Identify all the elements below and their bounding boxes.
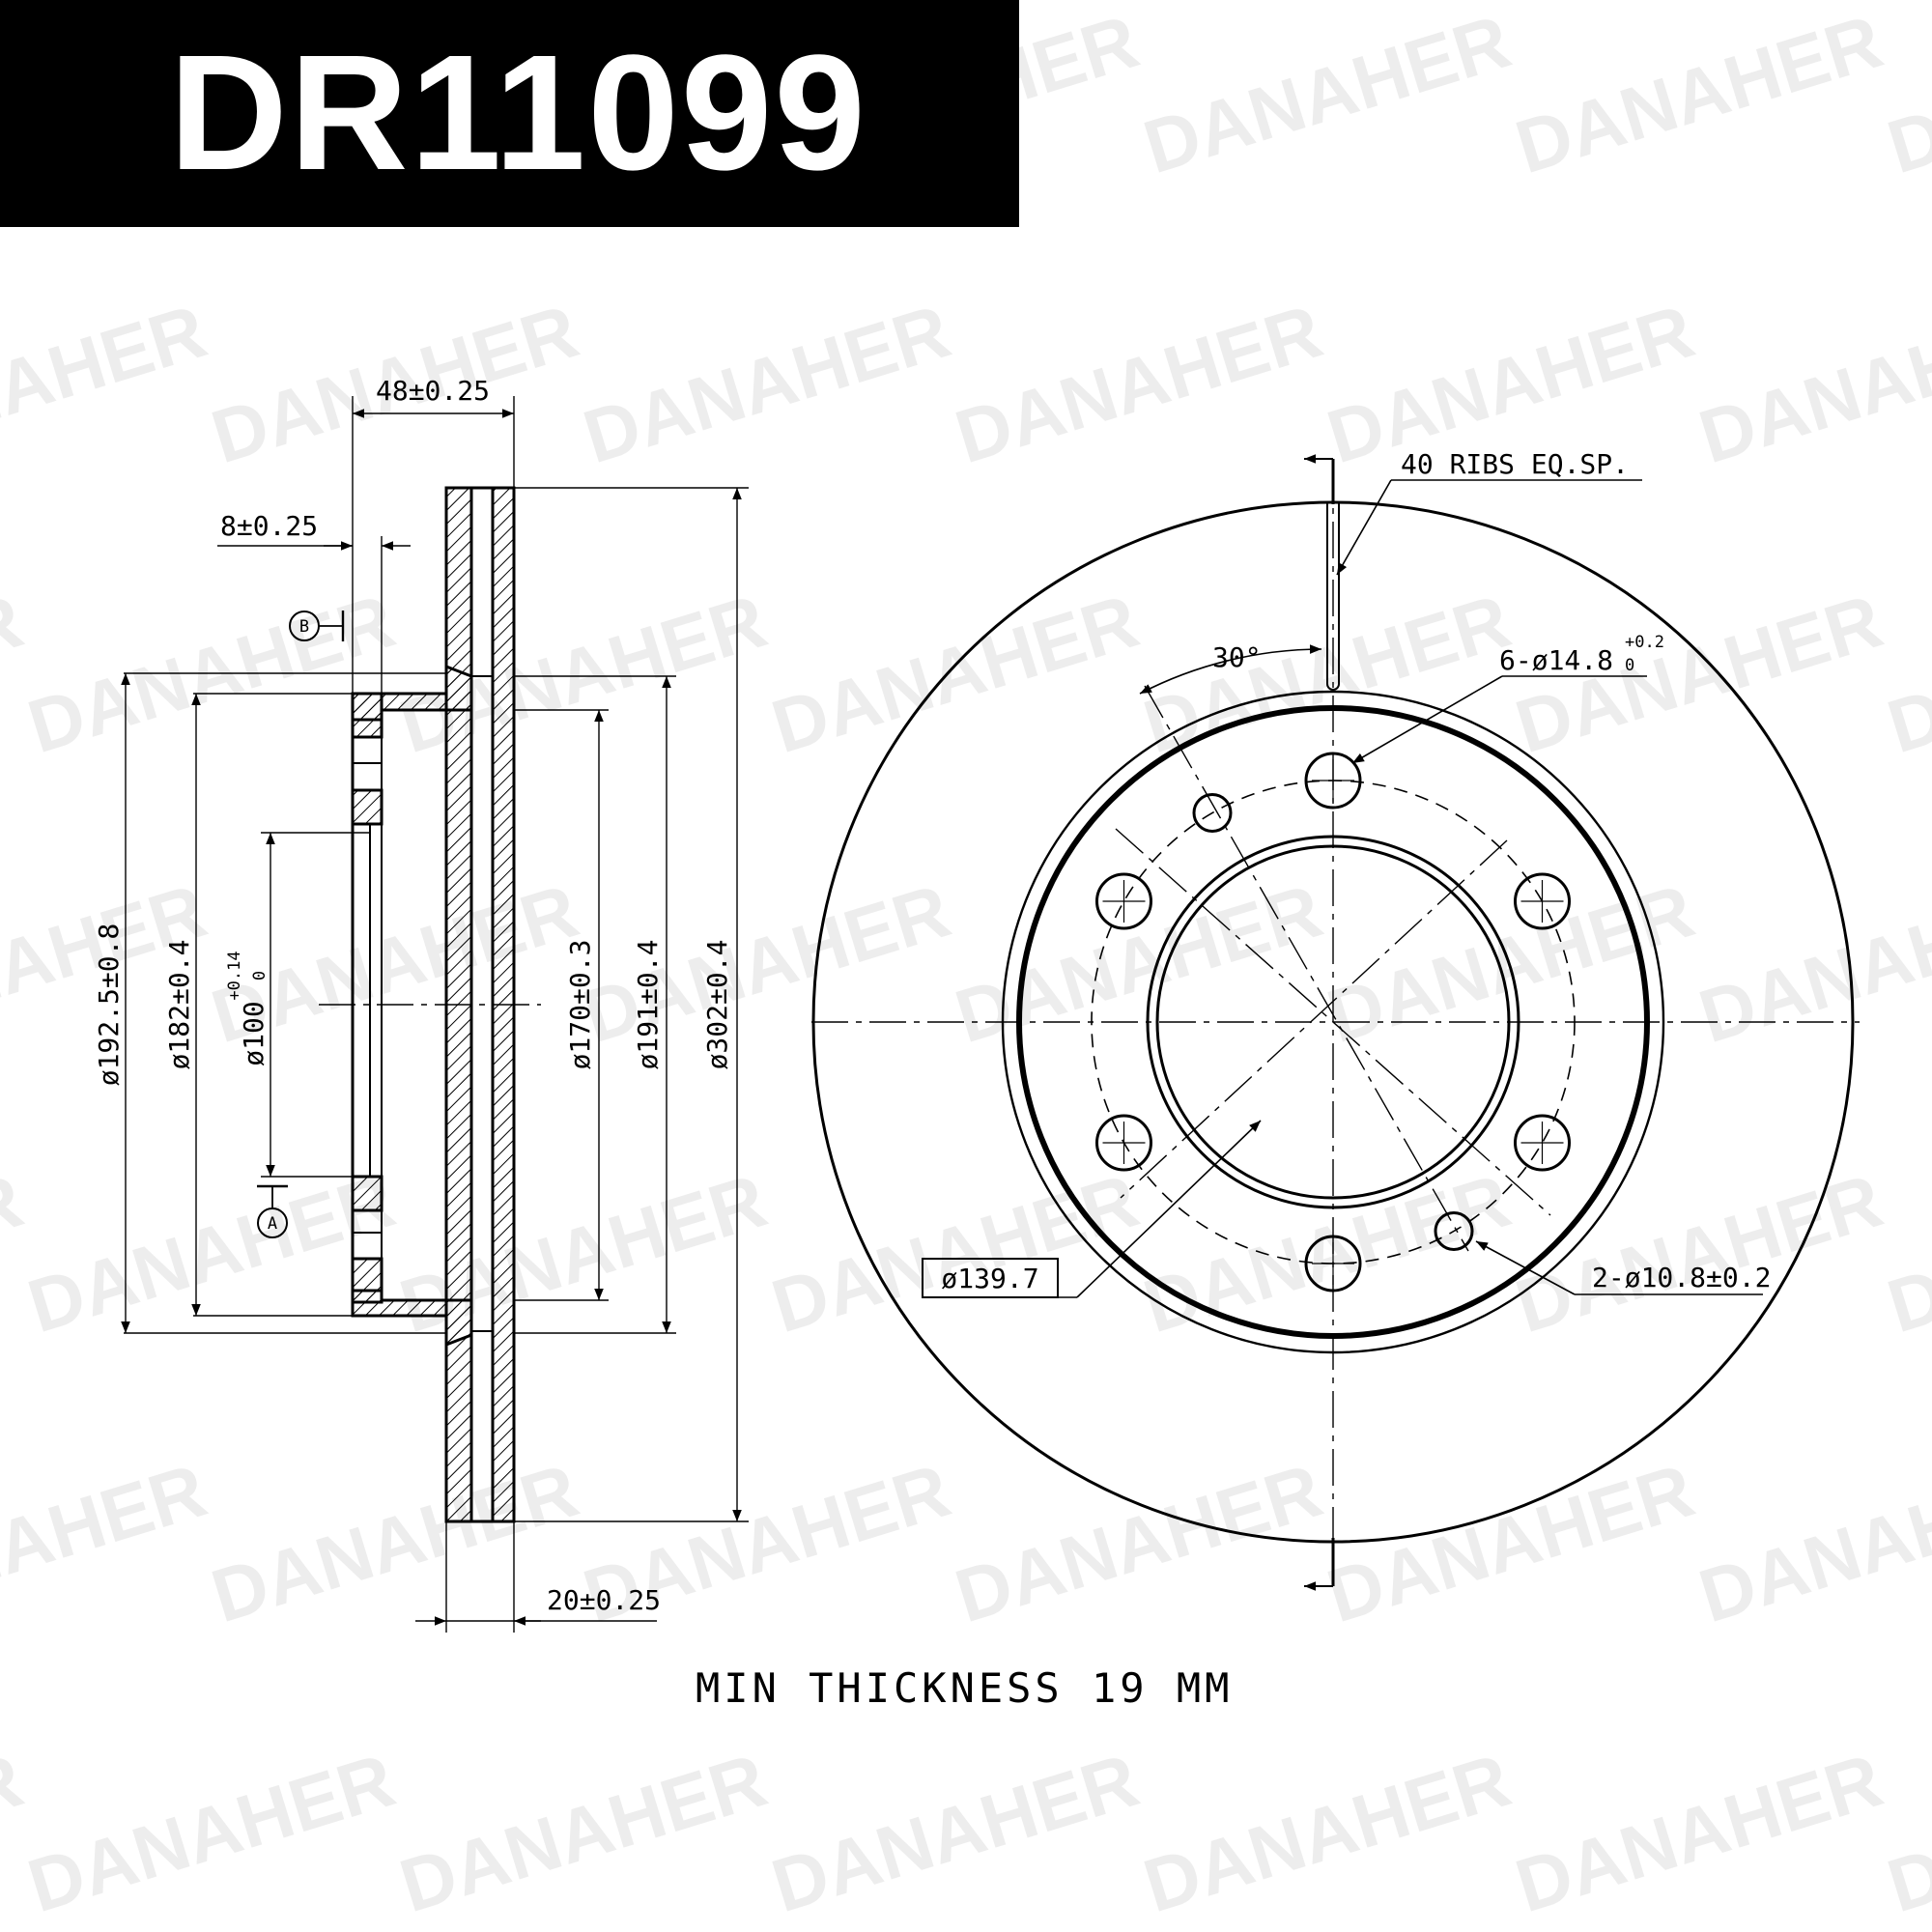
hub-face-bottom xyxy=(351,1257,384,1304)
pcd-label: ø139.7 xyxy=(941,1263,1038,1294)
locating-hole-group xyxy=(1192,792,1474,1252)
datum-b-letter: B xyxy=(299,617,309,637)
pcd-box xyxy=(922,1258,1059,1298)
watermark-text: DANAHER xyxy=(1690,867,1932,1059)
diameter-302-label: ø302±0.4 xyxy=(701,940,733,1070)
watermark-text: DANAHER xyxy=(18,1157,404,1349)
hub-face-top xyxy=(351,692,384,739)
watermark-text: DANAHER xyxy=(1690,1447,1932,1638)
bolt-hole xyxy=(1514,1114,1572,1172)
overall-width-label: 48±0.25 xyxy=(376,375,490,407)
bolt-hole xyxy=(1514,872,1572,930)
watermark-text: DANAHER xyxy=(1506,1737,1891,1928)
watermark-text: DANAHER xyxy=(202,1447,587,1638)
watermark-text: DANAHER xyxy=(0,1737,32,1928)
watermark-text: DANAHER xyxy=(762,578,1148,769)
watermark-text: DANAHER xyxy=(574,288,959,479)
locating-hole xyxy=(1192,792,1233,833)
watermark-text: DANAHER xyxy=(18,1737,404,1928)
diameter-191-label: ø191±0.4 xyxy=(632,940,664,1070)
watermark-text: DANAHER xyxy=(762,1737,1148,1928)
datum-a-letter: A xyxy=(268,1214,277,1234)
bolt-holes-tol-lower: 0 xyxy=(1625,656,1634,675)
hub-face-upper xyxy=(351,788,384,826)
front-view: 40 RIBS EQ.SP. 30° 6-ø14.8 +0.2 0 ø139.7… xyxy=(811,448,1860,1591)
section-view: 48±0.25 8±0.25 B A ø192.5±0.8 ø182±0.4 ø… xyxy=(93,375,749,1633)
watermark-text: DANAHER xyxy=(1318,1447,1703,1638)
bolt-holes-label: 6-ø14.8 xyxy=(1499,644,1613,676)
rotor-thickness-label: 20±0.25 xyxy=(547,1584,661,1616)
diameter-182-label: ø182±0.4 xyxy=(163,940,195,1070)
bolt-hole xyxy=(1094,872,1152,930)
locating-holes-label: 2-ø10.8±0.2 xyxy=(1592,1262,1771,1293)
diameter-170-label: ø170±0.3 xyxy=(564,940,596,1070)
watermark-text: DANAHER xyxy=(946,288,1331,479)
watermark-text: DANAHER xyxy=(390,1737,776,1928)
part-number-banner: DR11099 xyxy=(0,0,1019,227)
diameter-192-5-label: ø192.5±0.8 xyxy=(93,923,125,1087)
watermark-text: DANAHER xyxy=(0,1447,215,1638)
diameter-100-tol-lower: 0 xyxy=(250,971,270,980)
watermark-text: DANAHER xyxy=(0,288,215,479)
hub-thickness-label: 8±0.25 xyxy=(220,510,318,542)
watermark-text: DANAHER xyxy=(1506,1157,1891,1349)
min-thickness-note: MIN THICKNESS 19 MM xyxy=(696,1664,1233,1712)
angle-label: 30° xyxy=(1212,641,1262,673)
bolt-holes-tol-upper: +0.2 xyxy=(1625,633,1664,652)
watermark-text: DANAHER xyxy=(1878,0,1932,189)
watermark-text: DANAHER xyxy=(1878,1737,1932,1928)
watermark-text: DANAHER xyxy=(1878,578,1932,769)
watermark-text: DANAHER xyxy=(1134,0,1520,189)
diameter-100-label: ø100 xyxy=(238,1001,270,1065)
watermark-text: DANAHER xyxy=(1506,0,1891,189)
watermark-text: DANAHER xyxy=(1878,1157,1932,1349)
locating-hole xyxy=(1434,1211,1474,1252)
watermark-text: DANAHER xyxy=(946,1447,1331,1638)
watermark-text: DANAHER xyxy=(1690,288,1932,479)
watermark-text: DANAHER xyxy=(0,578,32,769)
watermark-text: DANAHER xyxy=(762,1157,1148,1349)
ribs-label: 40 RIBS EQ.SP. xyxy=(1401,448,1629,480)
hub-face-lower xyxy=(351,1175,384,1212)
watermark-text: DANAHER xyxy=(0,1157,32,1349)
bolt-hole xyxy=(1094,1114,1152,1172)
watermark-text: DANAHER xyxy=(1134,1737,1520,1928)
diameter-100-tol-upper: +0.14 xyxy=(225,951,244,1000)
